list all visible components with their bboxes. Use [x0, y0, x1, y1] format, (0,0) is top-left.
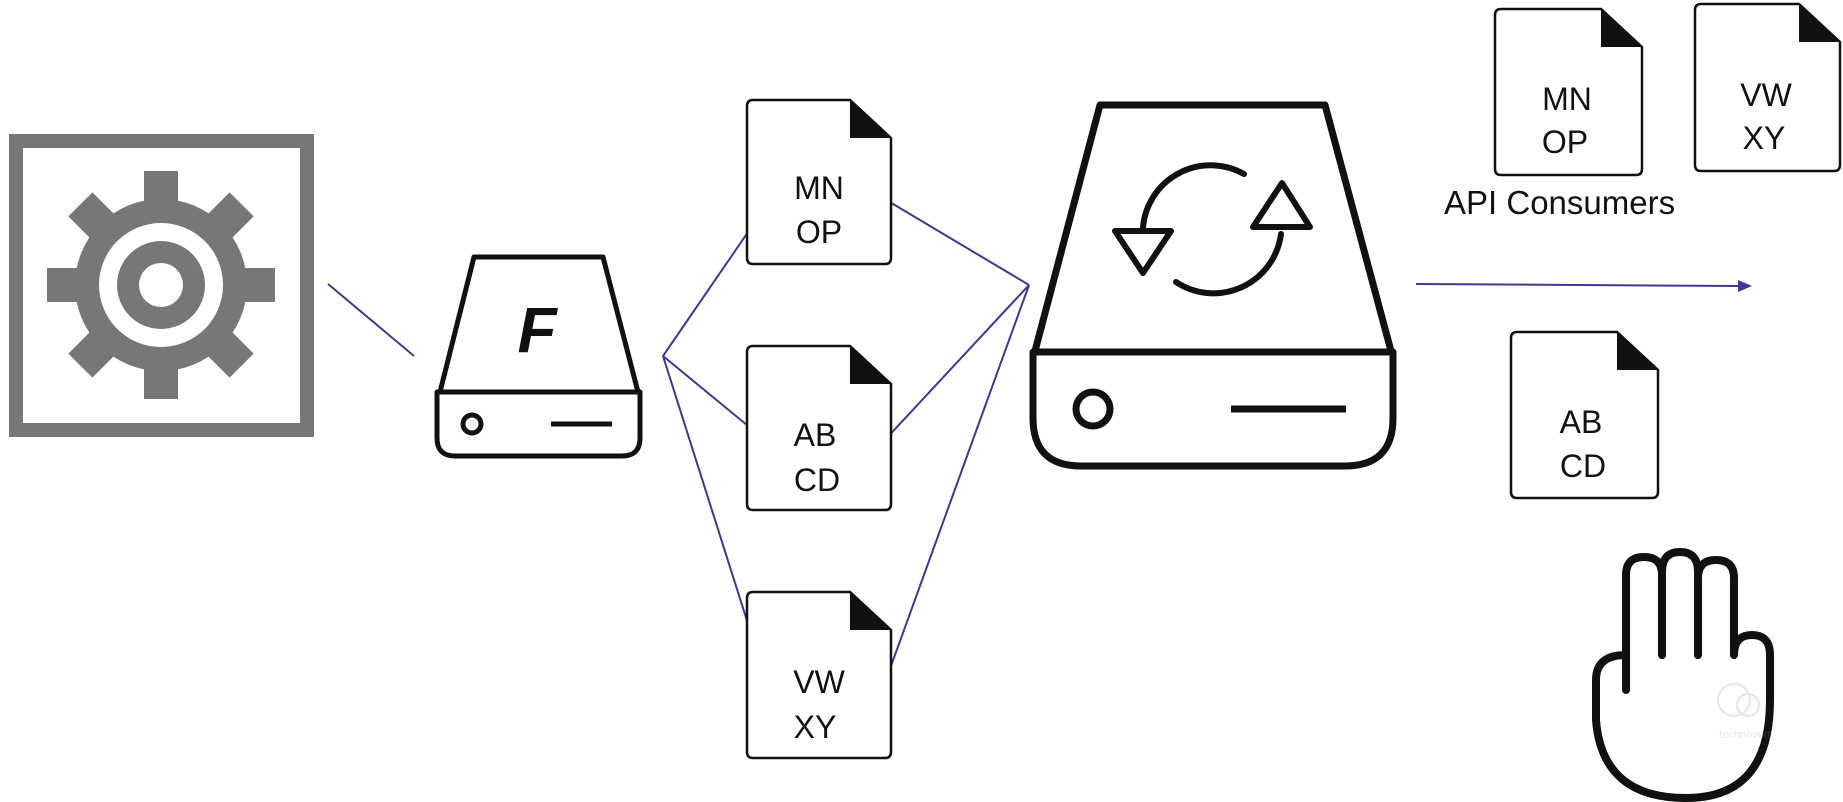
document-text-line1: MN: [794, 170, 844, 206]
watermark-text: technovert: [1719, 729, 1770, 741]
sync-icon: [1112, 162, 1313, 297]
document-text-line1: MN: [1542, 81, 1592, 117]
consumer-document-mnop: MN OP: [1493, 7, 1644, 177]
sync-drive-icon: [1029, 101, 1397, 470]
document-text-line2: OP: [1542, 124, 1588, 160]
connector-vwxy-to-sync: [882, 284, 1030, 689]
document-text-line1: VW: [793, 664, 845, 700]
gear-box: [9, 134, 314, 437]
document-text-line1: AB: [794, 417, 837, 453]
drive-letter: F: [517, 294, 558, 366]
document-abcd: AB CD: [745, 344, 893, 512]
document-mnop: MN OP: [745, 98, 893, 266]
consumer-document-vwxy: VW XY: [1693, 2, 1842, 173]
document-text-line2: OP: [796, 214, 842, 250]
document-text-line1: AB: [1560, 404, 1603, 440]
document-icon: [1693, 2, 1842, 173]
document-text-line1: VW: [1740, 77, 1792, 113]
api-consumers-label: API Consumers: [1444, 184, 1675, 221]
document-icon: [745, 590, 893, 760]
document-icon: [745, 344, 893, 512]
stop-hand-icon: [1592, 548, 1774, 802]
connector-gear-to-drive: [327, 283, 415, 357]
document-text-line2: CD: [1560, 448, 1606, 484]
watermark-logo: technovert: [1717, 683, 1771, 741]
drive-icon: [434, 254, 643, 459]
document-text-line2: XY: [1743, 120, 1786, 156]
connector-mnop-to-sync: [882, 197, 1030, 286]
arrowhead: [1738, 280, 1752, 292]
connector-abcd-to-sync: [882, 284, 1030, 443]
document-icon: [1509, 330, 1660, 500]
document-vwxy: VW XY: [745, 590, 893, 760]
consumer-document-abcd: AB CD: [1509, 330, 1660, 500]
gear-frame: [9, 134, 314, 437]
document-text-line2: CD: [794, 462, 840, 498]
gear-icon: [47, 171, 275, 399]
document-icon: [1493, 7, 1644, 177]
document-text-line2: XY: [794, 709, 837, 745]
document-icon: [745, 98, 893, 266]
connector-sync-to-consumers: [1415, 283, 1741, 287]
